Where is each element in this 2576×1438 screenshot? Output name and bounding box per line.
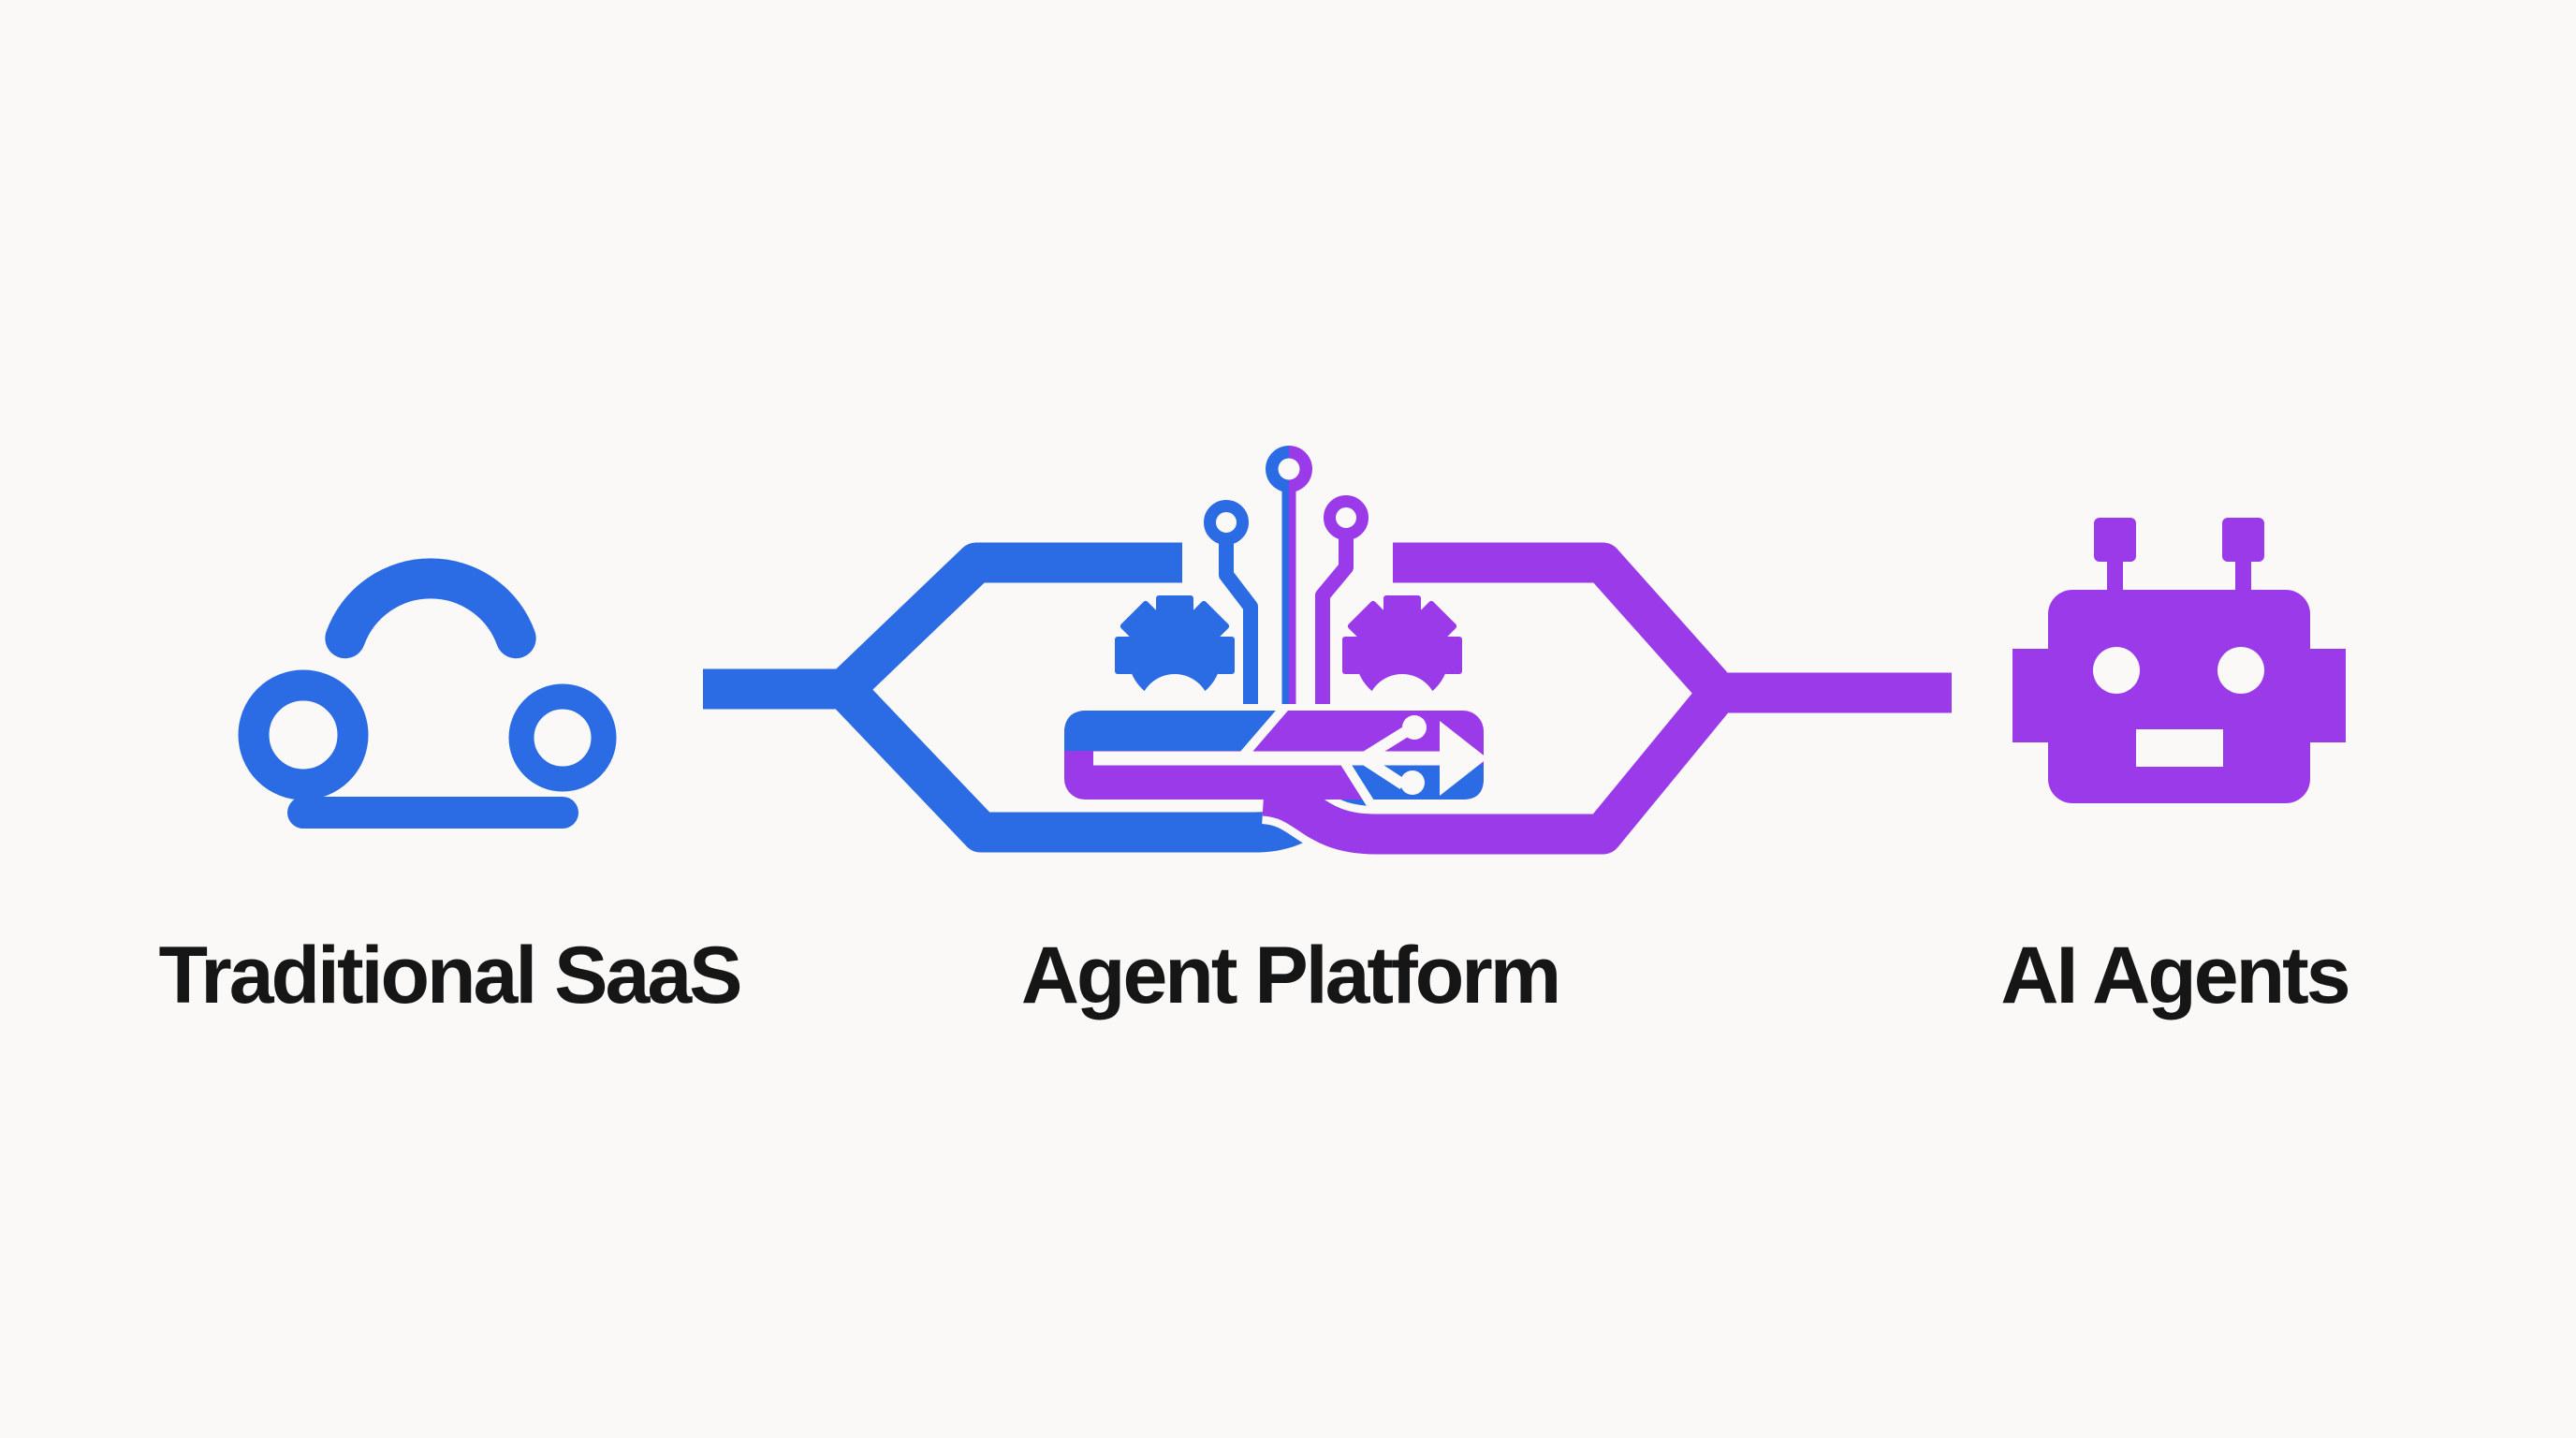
robot-head [2048, 590, 2310, 803]
robot-right-antenna-stem [2235, 556, 2251, 595]
circuit-node-right [1324, 495, 1368, 540]
circuit-traces [1204, 446, 1368, 704]
robot-right-eye [2217, 647, 2264, 694]
circuit-trace-left [1219, 543, 1258, 704]
robot-right-antenna-tip [2222, 518, 2264, 562]
circuit-trace-right [1315, 538, 1354, 704]
circuit-trace-center-purple [1289, 491, 1296, 704]
chip-bar-blue-top-left [1064, 711, 1281, 751]
hexagon-blue-top-edge [703, 542, 1182, 710]
circuit-trace-center-blue [1281, 491, 1289, 704]
robot-right-ear [2306, 649, 2346, 742]
label-traditional-saas: Traditional SaaS [158, 931, 742, 1020]
robot-left-antenna-stem [2107, 556, 2123, 595]
cloud-left-bubble [238, 669, 369, 800]
circuit-node-left [1204, 500, 1249, 545]
hexagon-purple-top-edge [1393, 542, 1952, 713]
chip-bar-split-left [1239, 704, 1288, 759]
circuit-node-center-blue-half [1266, 446, 1289, 492]
chip-bar-split-right [1339, 757, 1375, 806]
gear-left-icon [1115, 595, 1235, 705]
gear-right-arch-cutout [1367, 674, 1438, 705]
gear-right-icon [1342, 595, 1462, 705]
robot-mouth [2136, 729, 2223, 767]
gear-left-arch-cutout [1139, 674, 1210, 705]
cloud-right-bubble [508, 683, 617, 792]
robot-icon [2012, 518, 2346, 803]
usb-arrow-icon [1093, 715, 1487, 796]
robot-left-ear [2012, 649, 2052, 742]
robot-left-antenna-tip [2094, 518, 2136, 562]
label-ai-agents: AI Agents [2000, 931, 2350, 1020]
cloud-arch [325, 558, 536, 659]
cloud-icon [238, 558, 617, 829]
robot-left-eye [2093, 647, 2140, 694]
platform-chip-bar [1064, 704, 1487, 806]
usb-arrowhead [1440, 721, 1487, 796]
circuit-node-center-purple-half [1289, 446, 1312, 492]
label-agent-platform: Agent Platform [1020, 931, 1561, 1020]
